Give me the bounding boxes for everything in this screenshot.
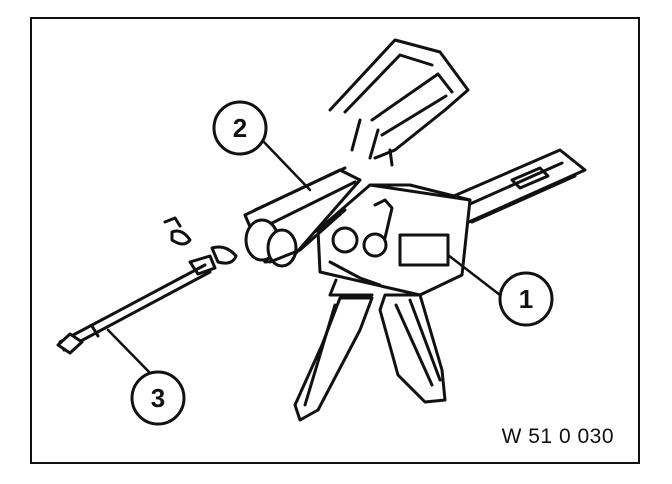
- dual-cartridge: [243, 166, 362, 268]
- callout-label-3: 3: [151, 383, 165, 413]
- static-mixer-nozzle: [56, 263, 212, 355]
- nozzle-parts: [163, 216, 238, 276]
- callout-circle: [130, 370, 186, 426]
- callout-label-1: 1: [519, 284, 533, 314]
- callout-label-2: 2: [233, 113, 247, 143]
- callout-circle: [212, 100, 268, 156]
- reference-code: W 51 0 030: [501, 425, 614, 448]
- diagram-frame: [30, 17, 640, 464]
- leader-line-1: [446, 253, 502, 297]
- callout-3: 3: [130, 370, 186, 426]
- grip-and-trigger: [293, 278, 447, 422]
- cartridge-clamp: [328, 38, 470, 167]
- leader-lines: [106, 138, 502, 377]
- leader-line-3: [106, 328, 154, 377]
- callout-1: 1: [498, 271, 554, 327]
- leader-line-2: [260, 138, 312, 192]
- callout-circle: [498, 271, 554, 327]
- callout-2: 2: [212, 100, 268, 156]
- dispenser-body: [316, 183, 472, 297]
